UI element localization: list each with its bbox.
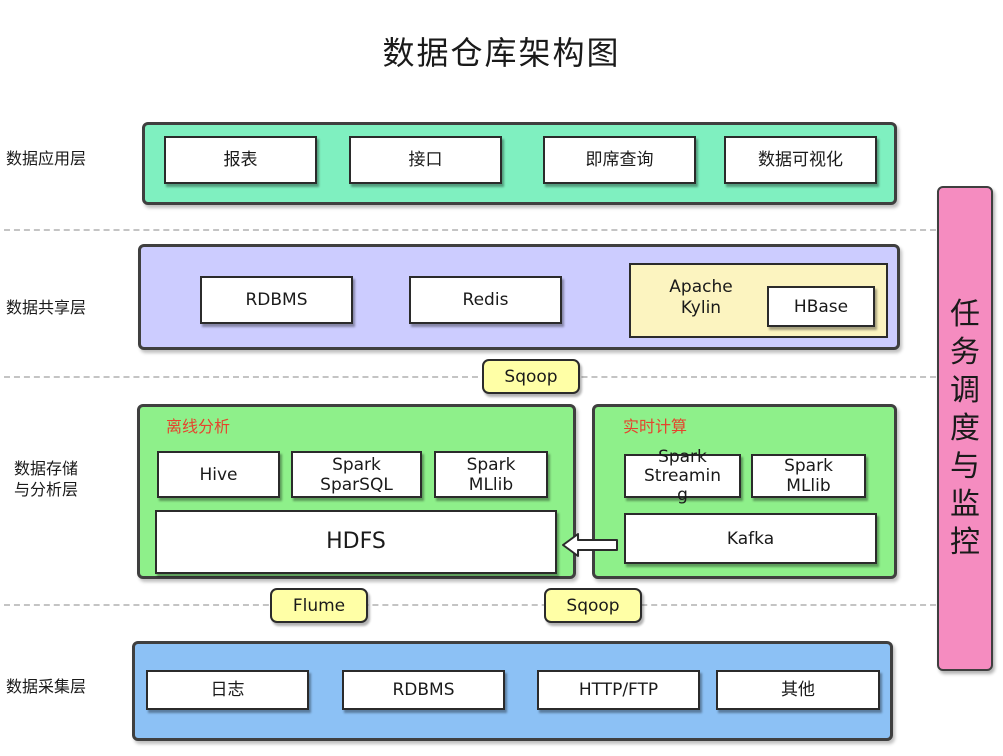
monitor-char-7: 控	[950, 524, 980, 560]
realtime-compute-title: 实时计算	[623, 417, 688, 436]
collection-item-other: 其他	[716, 670, 880, 710]
application-item-adhoc-query: 即席查询	[543, 136, 696, 184]
offline-item-spark-mllib: Spark MLlib	[434, 451, 548, 498]
monitor-char-1: 任	[950, 296, 980, 332]
application-item-visualization: 数据可视化	[724, 136, 877, 184]
realtime-item-spark-mllib: Spark MLlib	[751, 454, 866, 498]
task-scheduling-monitoring-bar: 任 务 调 度 与 监 控	[937, 186, 993, 671]
monitor-char-3: 调	[950, 372, 980, 408]
flume-connector: Flume	[270, 588, 368, 623]
kafka-box: Kafka	[624, 513, 877, 564]
collection-item-http-ftp: HTTP/FTP	[537, 670, 700, 710]
application-layer-label: 数据应用层	[6, 149, 87, 168]
sqoop-connector-bottom: Sqoop	[544, 588, 642, 623]
sharing-item-rdbms: RDBMS	[200, 276, 353, 324]
hdfs-box: HDFS	[155, 510, 557, 574]
monitor-char-4: 度	[950, 410, 980, 446]
sharing-item-redis: Redis	[409, 276, 562, 324]
offline-item-hive: Hive	[157, 451, 280, 498]
storage-layer-label: 数据存储 与分析层	[14, 459, 79, 499]
kafka-to-hdfs-arrow	[562, 533, 618, 557]
application-item-report: 报表	[164, 136, 317, 184]
diagram-title: 数据仓库架构图	[382, 34, 621, 72]
monitor-char-5: 与	[950, 448, 980, 484]
kylin-label: Apache Kylin	[669, 277, 733, 318]
offline-analysis-title: 离线分析	[166, 417, 231, 436]
application-item-interface: 接口	[349, 136, 502, 184]
collection-item-logs: 日志	[146, 670, 309, 710]
monitor-char-2: 务	[950, 334, 980, 370]
collection-layer-label: 数据采集层	[6, 677, 87, 696]
sqoop-connector-top: Sqoop	[482, 359, 580, 394]
divider-1	[4, 229, 936, 231]
offline-item-spark-sql: Spark SparSQL	[291, 451, 422, 498]
divider-3	[4, 604, 936, 606]
monitor-char-6: 监	[950, 486, 980, 522]
sharing-layer-label: 数据共享层	[6, 298, 87, 317]
divider-2	[4, 376, 936, 378]
collection-item-rdbms: RDBMS	[342, 670, 505, 710]
realtime-item-spark-streaming: Spark Streamin g	[624, 447, 741, 504]
sharing-item-hbase: HBase	[767, 286, 875, 327]
